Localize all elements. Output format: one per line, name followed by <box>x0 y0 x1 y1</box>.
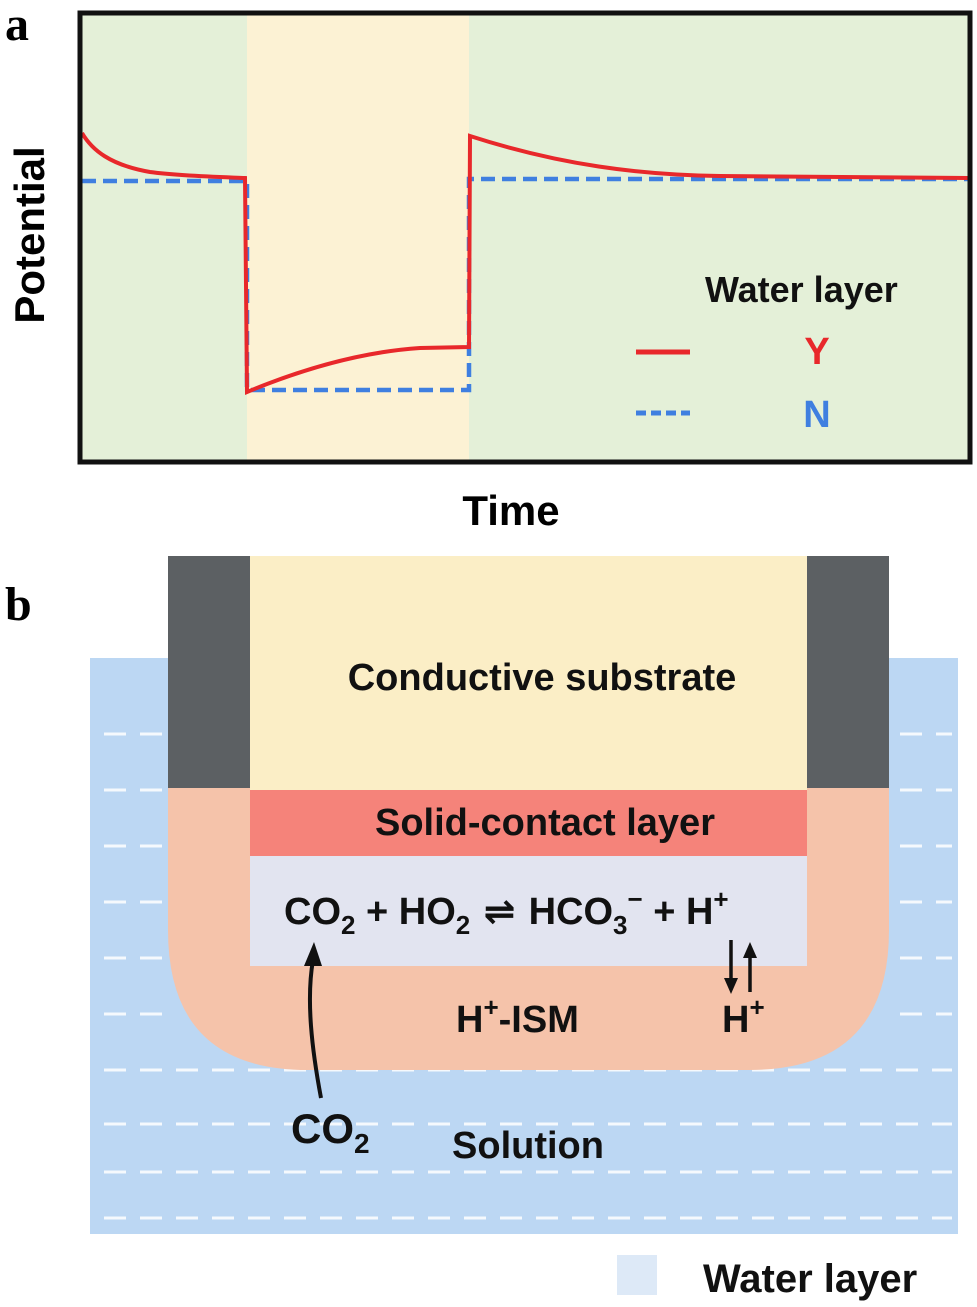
legend-label-y: Y <box>804 331 829 373</box>
proton-label-right: H+ <box>722 992 765 1041</box>
substrate-label: Conductive substrate <box>348 657 737 699</box>
conductive-substrate <box>250 556 807 790</box>
reaction-equation: CO2 + HO2 ⇌ HCO3− + H+ <box>284 884 729 940</box>
legend-label-n: N <box>803 394 830 436</box>
eq-ho-sub: 2 <box>456 910 470 940</box>
co2-label-solution: CO2 <box>291 1105 370 1159</box>
eq-h-sup: + <box>713 884 728 914</box>
water-phase-left <box>80 13 247 462</box>
inner-water-layer <box>250 856 807 966</box>
panel-b-letter: b <box>5 578 32 631</box>
proton-exchange-arrows <box>724 940 757 994</box>
eq-arrow: ⇌ <box>470 889 528 933</box>
eq-co: CO <box>284 891 341 933</box>
solution-dash-lines <box>104 732 952 1220</box>
eq-plus-ho: + HO <box>355 891 455 933</box>
panel-b: b Conductive substrate Solid-contact lay… <box>5 556 958 1301</box>
eq-hco-sup: − <box>627 884 642 914</box>
ism-label: H+-ISM <box>456 992 579 1041</box>
plot-frame <box>77 10 973 465</box>
water-phase-right <box>469 13 970 462</box>
series-n-line <box>82 176 968 393</box>
panel-a: a Potential Time Water layer Y N <box>5 0 973 534</box>
electrode-body-left <box>168 556 250 790</box>
legend-title: Water layer <box>705 269 898 310</box>
legend-a: Water layer Y N <box>636 269 898 436</box>
no-water-phase <box>247 13 469 462</box>
water-layer-legend-swatch <box>617 1255 657 1295</box>
eq-hco: HCO <box>529 891 613 933</box>
eq-plus-h: + H <box>643 891 714 933</box>
water-layer-legend-label: Water layer <box>703 1257 917 1301</box>
x-axis-label: Time <box>462 487 559 534</box>
y-axis-label: Potential <box>6 146 53 323</box>
eq-co-sub: 2 <box>341 910 355 940</box>
eq-hco-sub: 3 <box>613 910 627 940</box>
series-y-line <box>80 131 969 395</box>
solution-label: Solution <box>452 1125 604 1167</box>
solid-contact-layer <box>250 790 807 856</box>
panel-a-letter: a <box>5 0 29 51</box>
co2-diffusion-arrow <box>304 942 323 1099</box>
electrode-body-right <box>807 556 889 790</box>
solid-contact-label: Solid-contact layer <box>375 802 715 844</box>
